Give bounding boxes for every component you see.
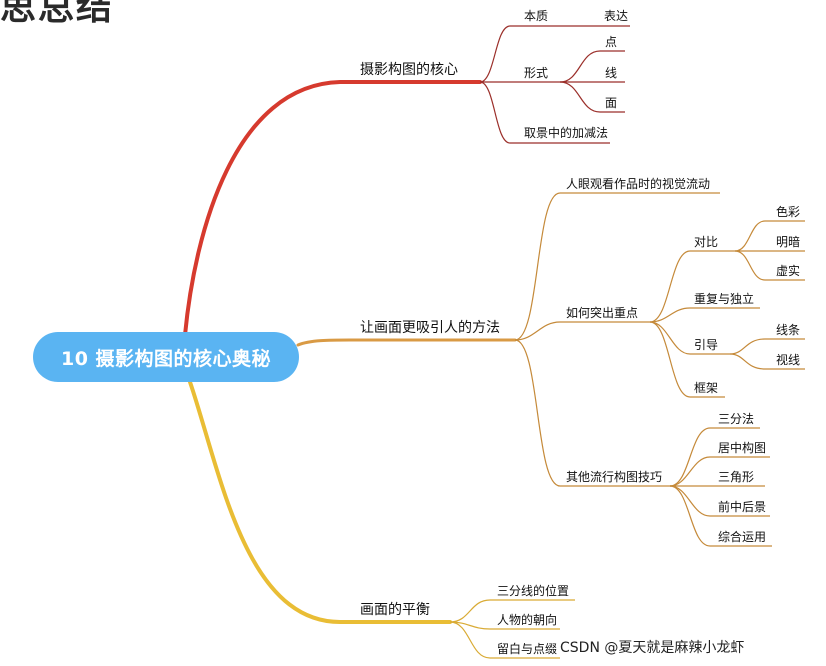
topic-line[interactable]: 线 [605,66,618,80]
topic-form[interactable]: 形式 [524,66,549,80]
topic-negative-space[interactable]: 留白与点缀 [497,642,558,656]
topic-attract[interactable]: 让画面更吸引人的方法 [360,320,500,336]
topic-balance[interactable]: 画面的平衡 [360,602,430,618]
branch-balance-links [449,599,575,659]
topic-frame[interactable]: 框架 [694,381,719,395]
topic-contrast[interactable]: 对比 [694,235,719,249]
topic-core[interactable]: 摄影构图的核心 [360,62,458,78]
topic-light-dark[interactable]: 明暗 [776,235,801,249]
topic-gaze[interactable]: 视线 [776,353,801,367]
topic-repeat-independent[interactable]: 重复与独立 [694,292,755,306]
trunk-attract [296,338,517,347]
topic-highlight[interactable]: 如何突出重点 [566,306,639,320]
topic-essence[interactable]: 本质 [524,9,549,23]
trunk-balance [188,380,452,624]
topic-color[interactable]: 色彩 [776,205,801,219]
topic-add-subtract[interactable]: 取景中的加减法 [524,126,609,140]
watermark-text: CSDN @夏天就是麻辣小龙虾 [560,640,745,656]
header-title-fragment: 思总结 [0,0,115,28]
topic-visual-flow[interactable]: 人眼观看作品时的视觉流动 [566,177,711,191]
topic-center[interactable]: 居中构图 [718,441,767,455]
topic-expression[interactable]: 表达 [604,9,629,23]
topic-other-techniques[interactable]: 其他流行构图技巧 [566,470,663,484]
topic-lines[interactable]: 线条 [776,323,801,337]
topic-triangle[interactable]: 三角形 [718,470,755,484]
branch-core-links [479,25,630,144]
root-topic[interactable]: 10 摄影构图的核心奥秘 [33,332,299,382]
topic-third-lines[interactable]: 三分线的位置 [497,584,570,598]
topic-sharp-blur[interactable]: 虚实 [776,264,801,278]
trunk-core [183,80,482,337]
topic-point[interactable]: 点 [605,35,618,49]
topic-combined[interactable]: 综合运用 [718,530,767,544]
topic-subject-facing[interactable]: 人物的朝向 [497,613,558,627]
topic-guide[interactable]: 引导 [694,338,719,352]
topic-layers[interactable]: 前中后景 [718,500,767,514]
topic-surface[interactable]: 面 [605,96,618,110]
topic-rule-of-thirds[interactable]: 三分法 [718,412,755,426]
branch-attract-links [514,192,805,547]
